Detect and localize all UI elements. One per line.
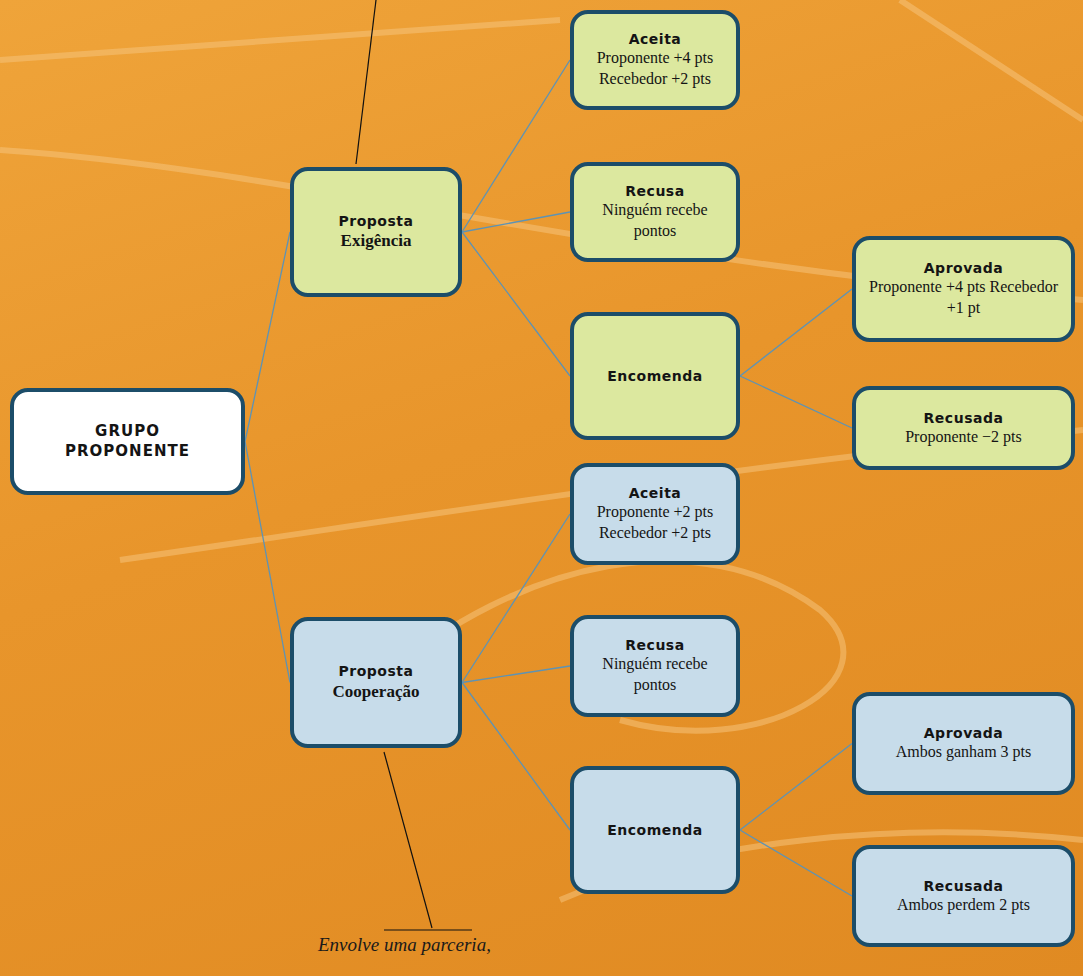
process-box: RecusadaProponente −2 pts bbox=[852, 386, 1075, 470]
connector-line bbox=[740, 830, 852, 896]
connector-line bbox=[740, 289, 852, 376]
process-box: AprovadaAmbos ganham 3 pts bbox=[852, 692, 1075, 795]
box-heading: Recusada bbox=[924, 877, 1004, 895]
root-box: GRUPO PROPONENTE bbox=[10, 388, 245, 495]
connector-line bbox=[462, 666, 570, 683]
connector-line bbox=[462, 514, 570, 683]
box-heading: Aprovada bbox=[924, 259, 1003, 277]
process-box: AceitaProponente +4 pts Recebedor +2 pts bbox=[570, 10, 740, 110]
box-heading: Recusa bbox=[625, 182, 684, 200]
connector-line bbox=[462, 60, 570, 232]
box-body: Exigência bbox=[341, 230, 412, 252]
box-heading: Recusada bbox=[924, 409, 1004, 427]
connector-line bbox=[245, 232, 290, 442]
process-box: RecusaNinguém recebe pontos bbox=[570, 615, 740, 717]
box-body: Ninguém recebe pontos bbox=[582, 654, 728, 696]
box-heading: Proposta bbox=[339, 212, 414, 230]
process-box: Encomenda bbox=[570, 766, 740, 894]
box-heading: Recusa bbox=[625, 636, 684, 654]
box-body: Proponente +4 pts Recebedor +1 pt bbox=[864, 277, 1063, 319]
box-heading: Aprovada bbox=[924, 724, 1003, 742]
connector-line bbox=[462, 683, 570, 831]
box-heading: Encomenda bbox=[607, 821, 702, 839]
leader-lines bbox=[356, 0, 472, 930]
box-body: Ambos ganham 3 pts bbox=[896, 742, 1032, 763]
process-box: RecusaNinguém recebe pontos bbox=[570, 162, 740, 262]
process-box: RecusadaAmbos perdem 2 pts bbox=[852, 845, 1075, 947]
process-box: AceitaProponente +2 pts Recebedor +2 pts bbox=[570, 463, 740, 565]
box-heading: GRUPO PROPONENTE bbox=[53, 422, 203, 461]
connector-line bbox=[462, 212, 570, 232]
box-body: Proponente +2 pts Recebedor +2 pts bbox=[582, 502, 728, 544]
box-heading: Encomenda bbox=[607, 367, 702, 385]
process-box: AprovadaProponente +4 pts Recebedor +1 p… bbox=[852, 236, 1075, 342]
box-body: Ninguém recebe pontos bbox=[582, 200, 728, 242]
connector-line bbox=[245, 442, 290, 683]
process-box: Encomenda bbox=[570, 312, 740, 440]
process-box: PropostaCooperação bbox=[290, 617, 462, 748]
box-body: Proponente +4 pts Recebedor +2 pts bbox=[582, 48, 728, 90]
box-heading: Aceita bbox=[629, 484, 682, 502]
connector-line bbox=[462, 232, 570, 376]
box-heading: Proposta bbox=[339, 662, 414, 680]
box-body: Ambos perdem 2 pts bbox=[897, 895, 1030, 916]
connector-line bbox=[740, 744, 852, 831]
box-body: Proponente −2 pts bbox=[905, 427, 1022, 448]
track-lines bbox=[0, 0, 1083, 900]
process-box: PropostaExigência bbox=[290, 167, 462, 297]
box-body: Cooperação bbox=[333, 681, 420, 703]
note-text: Envolve uma parceria, bbox=[318, 934, 491, 956]
connector-line bbox=[740, 376, 852, 428]
box-heading: Aceita bbox=[629, 30, 682, 48]
